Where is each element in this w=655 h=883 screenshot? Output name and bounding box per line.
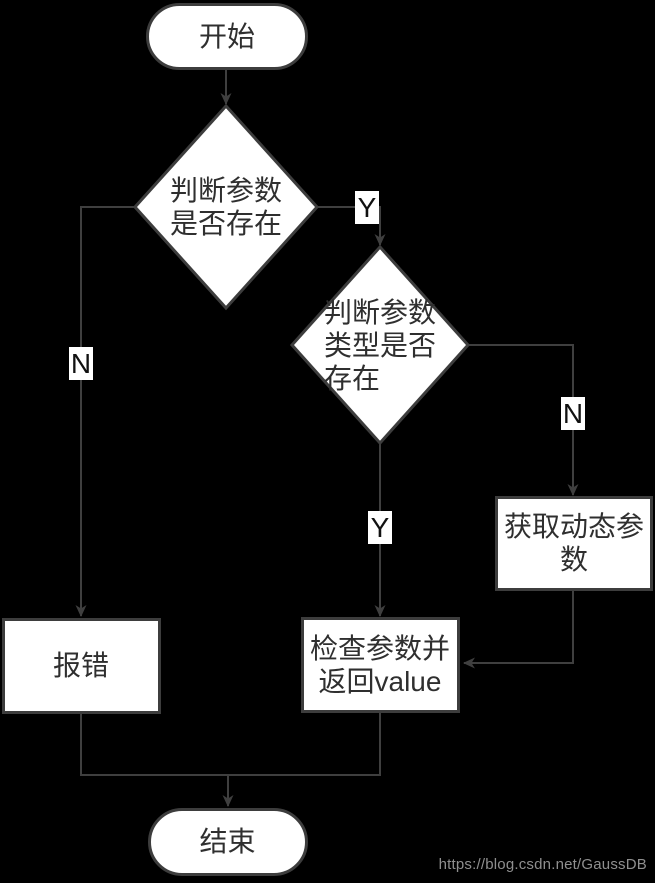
branch-label-no-param-type: N: [561, 397, 585, 430]
node-decision1-shape: [132, 103, 320, 311]
edge-check-to-end: [222, 712, 381, 807]
watermark-url: https://blog.csdn.net/GaussDB: [438, 856, 647, 873]
edge-decision2-no-to-getparam: [468, 344, 579, 496]
node-getparam-shape: [495, 496, 653, 591]
node-check-shape: [301, 617, 460, 713]
branch-label-no-param-exists: N: [69, 347, 93, 380]
node-decision2-shape: [289, 244, 471, 446]
branch-label-yes-param-exists: Y: [355, 191, 379, 224]
edge-decision1-no-to-error: [75, 206, 135, 617]
node-end-shape: [148, 808, 308, 876]
edge-error-to-end: [80, 713, 228, 776]
node-error-shape: [2, 618, 161, 714]
edge-getparam-to-check: [463, 590, 574, 669]
node-start-shape: [146, 3, 308, 70]
branch-label-yes-param-type: Y: [368, 511, 392, 544]
edge-decision1-yes-to-decision2: [317, 206, 386, 246]
